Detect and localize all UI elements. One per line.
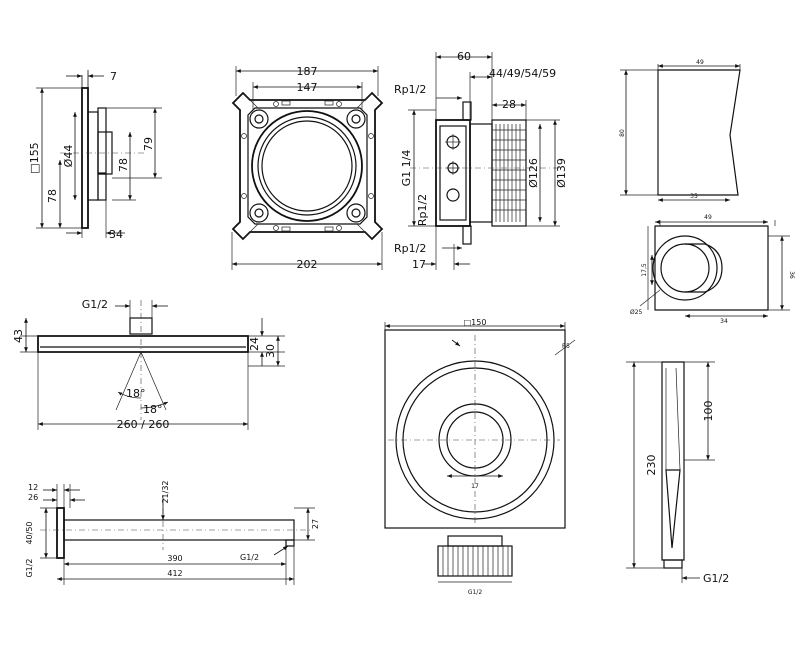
dim-34: 34	[109, 228, 123, 241]
dim-24: 24	[248, 337, 261, 351]
dim-202: 202	[297, 258, 318, 271]
dim-35: 35	[690, 193, 698, 200]
dim-80: 80	[619, 129, 626, 137]
dim-100: 100	[702, 401, 715, 422]
valve-side-view: 7 □155 Ø44 78 78 79 34	[28, 70, 162, 241]
mounting-frame-view: 187 147 202	[231, 65, 384, 271]
dim-44: Ø44	[62, 145, 75, 168]
dim-17-trim: 17	[471, 483, 479, 490]
wall-outlet-trim-view: □150 R5 17 G1/2	[384, 318, 576, 596]
dim-r5: R5	[562, 343, 570, 350]
dim-260: 260 / 260	[117, 418, 170, 431]
dim-43: 43	[12, 329, 25, 343]
thread-rp-mid: Rp1/2	[416, 194, 429, 226]
dim-30: 30	[264, 344, 277, 358]
dim-25: Ø25	[630, 309, 643, 316]
dim-126: Ø126	[527, 158, 540, 188]
dim-26: 26	[28, 493, 38, 502]
dim-230: 230	[645, 455, 658, 476]
dim-27: 27	[311, 519, 320, 529]
holder-side-view: 49 80 35	[619, 59, 741, 202]
thread-g-1-1-4: G1 1/4	[400, 150, 413, 187]
angle-18a: 18°	[126, 387, 146, 400]
dim-49b: 49	[704, 214, 712, 221]
hand-shower-view: 230 100 G1/2	[626, 361, 729, 585]
dim-12: 12	[28, 483, 38, 492]
shower-arm-view: 12 26 21/32 40/50 G1/2 390 412 G1/2 27	[25, 480, 320, 585]
dim-17: 17	[412, 258, 426, 271]
dim-155: □155	[28, 142, 41, 173]
thread-rp-bot: Rp1/2	[394, 242, 426, 255]
dim-28: 28	[502, 98, 516, 111]
thread-g12-arm: G1/2	[25, 558, 34, 577]
dim-79: 79	[142, 137, 155, 151]
thread-g12-handshower: G1/2	[703, 572, 729, 585]
dim-7: 7	[110, 70, 117, 83]
thread-g12-overhead: G1/2	[82, 298, 108, 311]
angle-18b: 18°	[143, 403, 163, 416]
valve-body-view: 60 44/49/54/59 Rp1/2 28 G1 1/4 Rp1/2 Ø12…	[394, 50, 568, 271]
dim-147: 147	[297, 81, 318, 94]
overhead-shower-view: G1/2 43 24 30 18° 18° 260 / 260	[12, 298, 285, 431]
dim-40-50: 40/50	[25, 521, 34, 544]
dim-390: 390	[167, 554, 182, 563]
dim-17-5: 17,5	[641, 263, 648, 277]
dim-44-59: 44/49/54/59	[489, 67, 556, 80]
dim-187: 187	[297, 65, 318, 78]
dim-412: 412	[167, 569, 182, 578]
thread-rp-top: Rp1/2	[394, 83, 426, 96]
dim-21-32: 21/32	[161, 480, 170, 503]
dim-78a: 78	[46, 189, 59, 203]
dim-34b: 34	[720, 318, 728, 325]
thread-g12-arm-end: G1/2	[240, 553, 259, 562]
dim-78b: 78	[117, 158, 130, 172]
dim-139: Ø139	[555, 158, 568, 188]
dim-49: 49	[696, 59, 704, 66]
dim-60: 60	[457, 50, 471, 63]
dim-150: □150	[464, 318, 487, 327]
holder-top-view: 49 17,5 36 34 Ø25	[630, 214, 795, 325]
thread-g12-outlet: G1/2	[468, 589, 482, 596]
dim-36: 36	[788, 271, 795, 279]
